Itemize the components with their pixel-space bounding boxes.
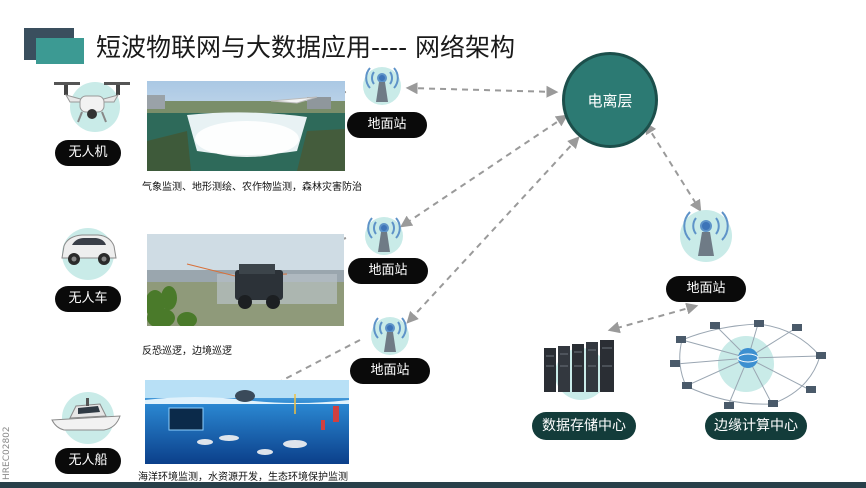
logo-square-teal — [36, 38, 84, 64]
label-ground-station-ship: 地面站 — [350, 358, 430, 384]
label-ground-station-drone: 地面站 — [347, 112, 427, 138]
link-ionosphere-edge-station — [644, 121, 702, 213]
link-ship-station — [253, 339, 361, 396]
antenna-icon — [363, 67, 401, 105]
antenna-icon — [365, 217, 403, 255]
caption-ship: 海洋环境监测，水资源开发，生态环境保护监测 — [138, 472, 348, 483]
antenna-icon — [680, 210, 732, 262]
bottom-bar — [0, 482, 866, 488]
caption-drone: 气象监测、地形测绘、农作物监测，森林灾害防治 — [142, 182, 362, 193]
ionosphere-node: 电离层 — [562, 52, 658, 148]
link-station-data-center — [607, 302, 699, 334]
ship-ocean-photo — [145, 380, 349, 464]
label-vehicle: 无人车 — [55, 286, 121, 312]
label-ground-station-vehicle: 地面站 — [348, 258, 428, 284]
car-icon — [61, 234, 117, 265]
label-drone: 无人机 — [55, 140, 121, 166]
link-ionosphere-ship-station — [406, 136, 580, 324]
edge-network-icon — [670, 320, 826, 409]
caption-vehicle: 反恐巡逻，边境巡逻 — [142, 346, 232, 357]
drone-waterfall-photo — [147, 81, 345, 171]
side-code-text: HREC02802 — [2, 426, 12, 480]
server-rack-icon — [544, 340, 614, 392]
drone-icon — [54, 82, 130, 123]
antenna-icon — [371, 317, 409, 355]
link-ionosphere-drone-station — [405, 82, 559, 98]
vehicle-border-photo — [147, 234, 344, 326]
page-title: 短波物联网与大数据应用---- 网络架构 — [96, 33, 516, 62]
label-ship: 无人船 — [55, 448, 121, 474]
label-edge-center: 边缘计算中心 — [705, 412, 807, 440]
label-data-center: 数据存储中心 — [532, 412, 636, 440]
link-ionosphere-vehicle-station — [400, 114, 568, 228]
label-ground-station-edge: 地面站 — [666, 276, 746, 302]
boat-icon — [51, 398, 121, 431]
